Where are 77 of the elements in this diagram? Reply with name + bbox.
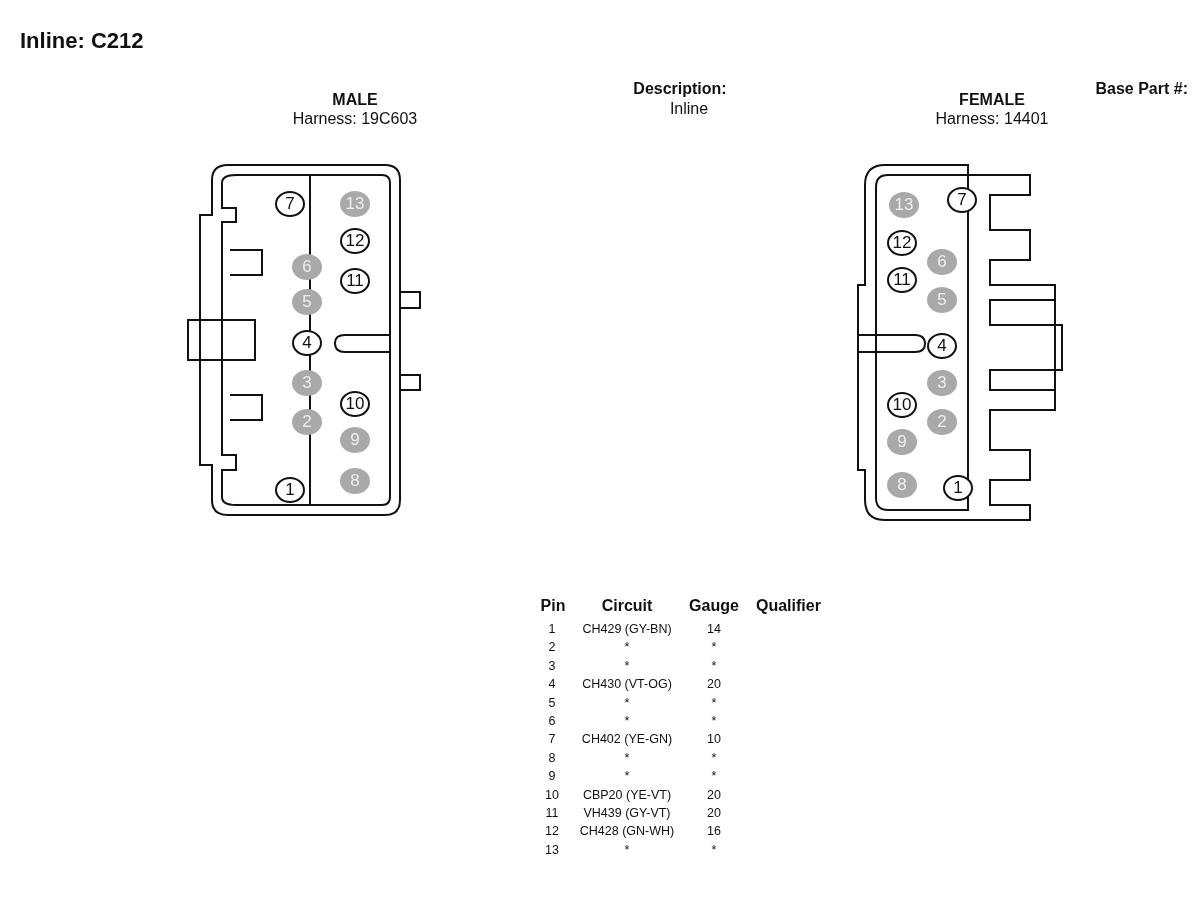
circuit-code: * <box>624 640 630 655</box>
pin-number: 10 <box>340 391 370 417</box>
wire-gauge: 20 <box>707 787 721 802</box>
column-header: Pin <box>540 597 566 615</box>
pin-number: 6 <box>292 254 322 280</box>
field-value: Inline <box>669 100 709 118</box>
wire-gauge: * <box>711 714 717 728</box>
column-header: Qualifier <box>756 597 821 615</box>
pin-number: 9 <box>887 429 917 455</box>
pin-number: 1 <box>275 477 305 503</box>
circuit-code: CH430 (VT-OG) <box>582 677 672 692</box>
wire-gauge: * <box>711 695 717 710</box>
circuit-code: CH428 (GN-WH) <box>579 824 675 839</box>
harness-label: Harness: 14401 <box>935 110 1049 128</box>
wire-gauge: * <box>711 842 717 857</box>
circuit-code: CBP20 (YE-VT) <box>582 787 672 802</box>
pin-number: 3 <box>292 370 322 396</box>
pin-number: 2 <box>548 640 556 655</box>
pin-number: 11 <box>887 267 917 293</box>
circuit-code: * <box>624 769 630 784</box>
connector-heading: MALE <box>332 91 378 109</box>
pin-number: 7 <box>947 187 977 213</box>
pin-number: 3 <box>927 370 957 396</box>
field-label: Base Part #: <box>1095 80 1188 98</box>
pin-number: 12 <box>887 230 917 256</box>
circuit-code: CH429 (GY-BN) <box>582 622 672 636</box>
pin-number: 5 <box>292 289 322 315</box>
pin-number: 8 <box>340 468 370 494</box>
pin-number: 8 <box>887 472 917 498</box>
pin-number: 6 <box>927 249 957 275</box>
pin-number: 3 <box>548 658 556 673</box>
pin-number: 9 <box>548 769 556 784</box>
circuit-code: * <box>624 695 630 710</box>
pin-number: 12 <box>340 228 370 254</box>
circuit-code: CH402 (YE-GN) <box>581 732 673 747</box>
pin-number: 5 <box>927 287 957 313</box>
pin-number: 6 <box>548 714 556 728</box>
pin-number: 13 <box>889 192 919 218</box>
pin-number: 1 <box>548 622 556 636</box>
pin-number: 9 <box>340 427 370 453</box>
circuit-code: VH439 (GY-VT) <box>583 806 671 820</box>
pin-number: 7 <box>548 732 556 747</box>
page-title: Inline: C212 <box>20 28 144 54</box>
wire-gauge: * <box>711 640 717 655</box>
wire-gauge: 14 <box>707 622 721 636</box>
wire-gauge: 16 <box>707 824 721 839</box>
pin-number: 8 <box>548 750 556 765</box>
pin-number: 5 <box>548 695 556 710</box>
pin-number: 11 <box>545 806 559 820</box>
connector-heading: FEMALE <box>959 91 1025 109</box>
circuit-code: * <box>624 842 630 857</box>
wire-gauge: * <box>711 769 717 784</box>
pin-number: 1 <box>943 475 973 501</box>
pin-number: 13 <box>545 842 559 857</box>
field-label: Description: <box>633 80 727 98</box>
wire-gauge: 10 <box>707 732 721 747</box>
pin-number: 11 <box>340 268 370 294</box>
wire-gauge: 20 <box>707 677 721 692</box>
wire-gauge: * <box>711 750 717 765</box>
pin-number: 10 <box>545 787 559 802</box>
pin-number: 10 <box>887 392 917 418</box>
pin-number: 2 <box>292 409 322 435</box>
harness-label: Harness: 19C603 <box>292 110 418 128</box>
pin-number: 13 <box>340 191 370 217</box>
circuit-code: * <box>624 750 630 765</box>
circuit-code: * <box>624 714 630 728</box>
pin-number: 4 <box>292 330 322 356</box>
pin-number: 12 <box>545 824 559 839</box>
pin-number: 2 <box>927 409 957 435</box>
pin-number: 4 <box>927 333 957 359</box>
wire-gauge: * <box>711 658 717 673</box>
wire-gauge: 20 <box>707 806 721 820</box>
circuit-code: * <box>624 658 630 673</box>
column-header: Gauge <box>689 597 739 615</box>
column-header: Circuit <box>601 597 653 615</box>
pin-number: 4 <box>548 677 556 692</box>
pin-number: 7 <box>275 191 305 217</box>
